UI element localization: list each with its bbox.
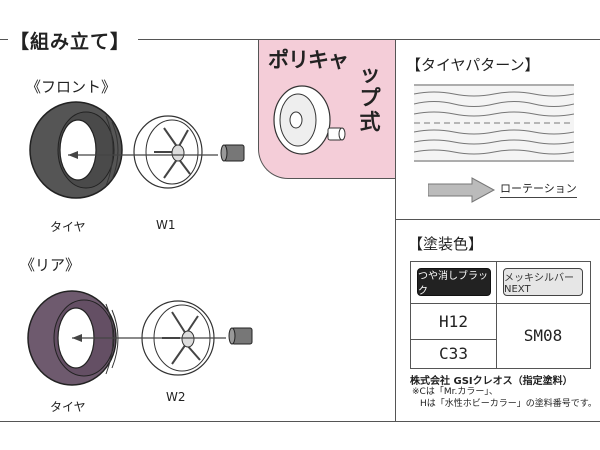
paint-code-h12: H12 — [439, 312, 468, 331]
front-wheel-w1-icon — [133, 115, 203, 189]
frame-divider-vertical — [395, 39, 396, 421]
paint-table-header-divider — [410, 303, 590, 304]
polycap-title-line2: ップ式 — [359, 62, 381, 134]
paint-code-c33: C33 — [439, 344, 468, 363]
polycap-wheel-icon — [273, 85, 331, 155]
frame-top-line-left — [0, 39, 8, 40]
paint-swatch-black: つや消しブラック — [417, 268, 491, 297]
rotation-arrow-icon — [428, 177, 496, 203]
rear-polycap-icon — [228, 327, 253, 345]
front-assembly-diagram — [29, 101, 245, 199]
polycap-title-line1: ポリキャ — [268, 48, 349, 72]
frame-bottom-line — [0, 421, 600, 422]
paint-table-row-divider — [410, 339, 496, 340]
tire-pattern-title: 【タイヤパターン】 — [406, 56, 540, 74]
rear-wheel-label: W2 — [166, 390, 186, 404]
paint-table — [410, 261, 591, 369]
paint-title: 【塗装色】 — [408, 235, 484, 253]
paint-code-sm08: SM08 — [523, 326, 563, 345]
front-assembly-arrow-icon — [68, 151, 218, 159]
front-polycap-icon — [220, 144, 245, 162]
paint-swatch-silver: メッキシルバーNEXT — [503, 268, 583, 296]
rear-tire-label: タイヤ — [50, 400, 86, 414]
front-wheel-label: W1 — [156, 218, 176, 232]
rear-assembly-arrow-icon — [72, 334, 226, 342]
paint-table-col-divider — [496, 261, 497, 368]
assembly-title: 【組み立て】 — [10, 31, 131, 53]
rear-heading: 《リア》 — [20, 256, 81, 274]
rear-assembly-diagram — [27, 290, 253, 386]
frame-top-line — [138, 39, 600, 40]
paint-note-2: Hは「水性ホビーカラー」の塗料番号です。 — [420, 399, 597, 409]
front-tire-label: タイヤ — [50, 220, 86, 234]
paint-company: 株式会社 GSIクレオス（指定塗料） — [410, 376, 573, 387]
front-heading: 《フロント》 — [26, 78, 117, 96]
rotation-label: ローテーション — [500, 180, 577, 198]
paint-note-1: ※Cは「Mr.カラー」、 — [412, 387, 498, 397]
front-tire-icon — [29, 101, 123, 199]
tire-pattern-illustration — [414, 84, 574, 162]
polycap-diagram — [273, 85, 346, 155]
frame-divider-horizontal — [395, 219, 600, 220]
polycap-cap-icon — [327, 127, 346, 141]
